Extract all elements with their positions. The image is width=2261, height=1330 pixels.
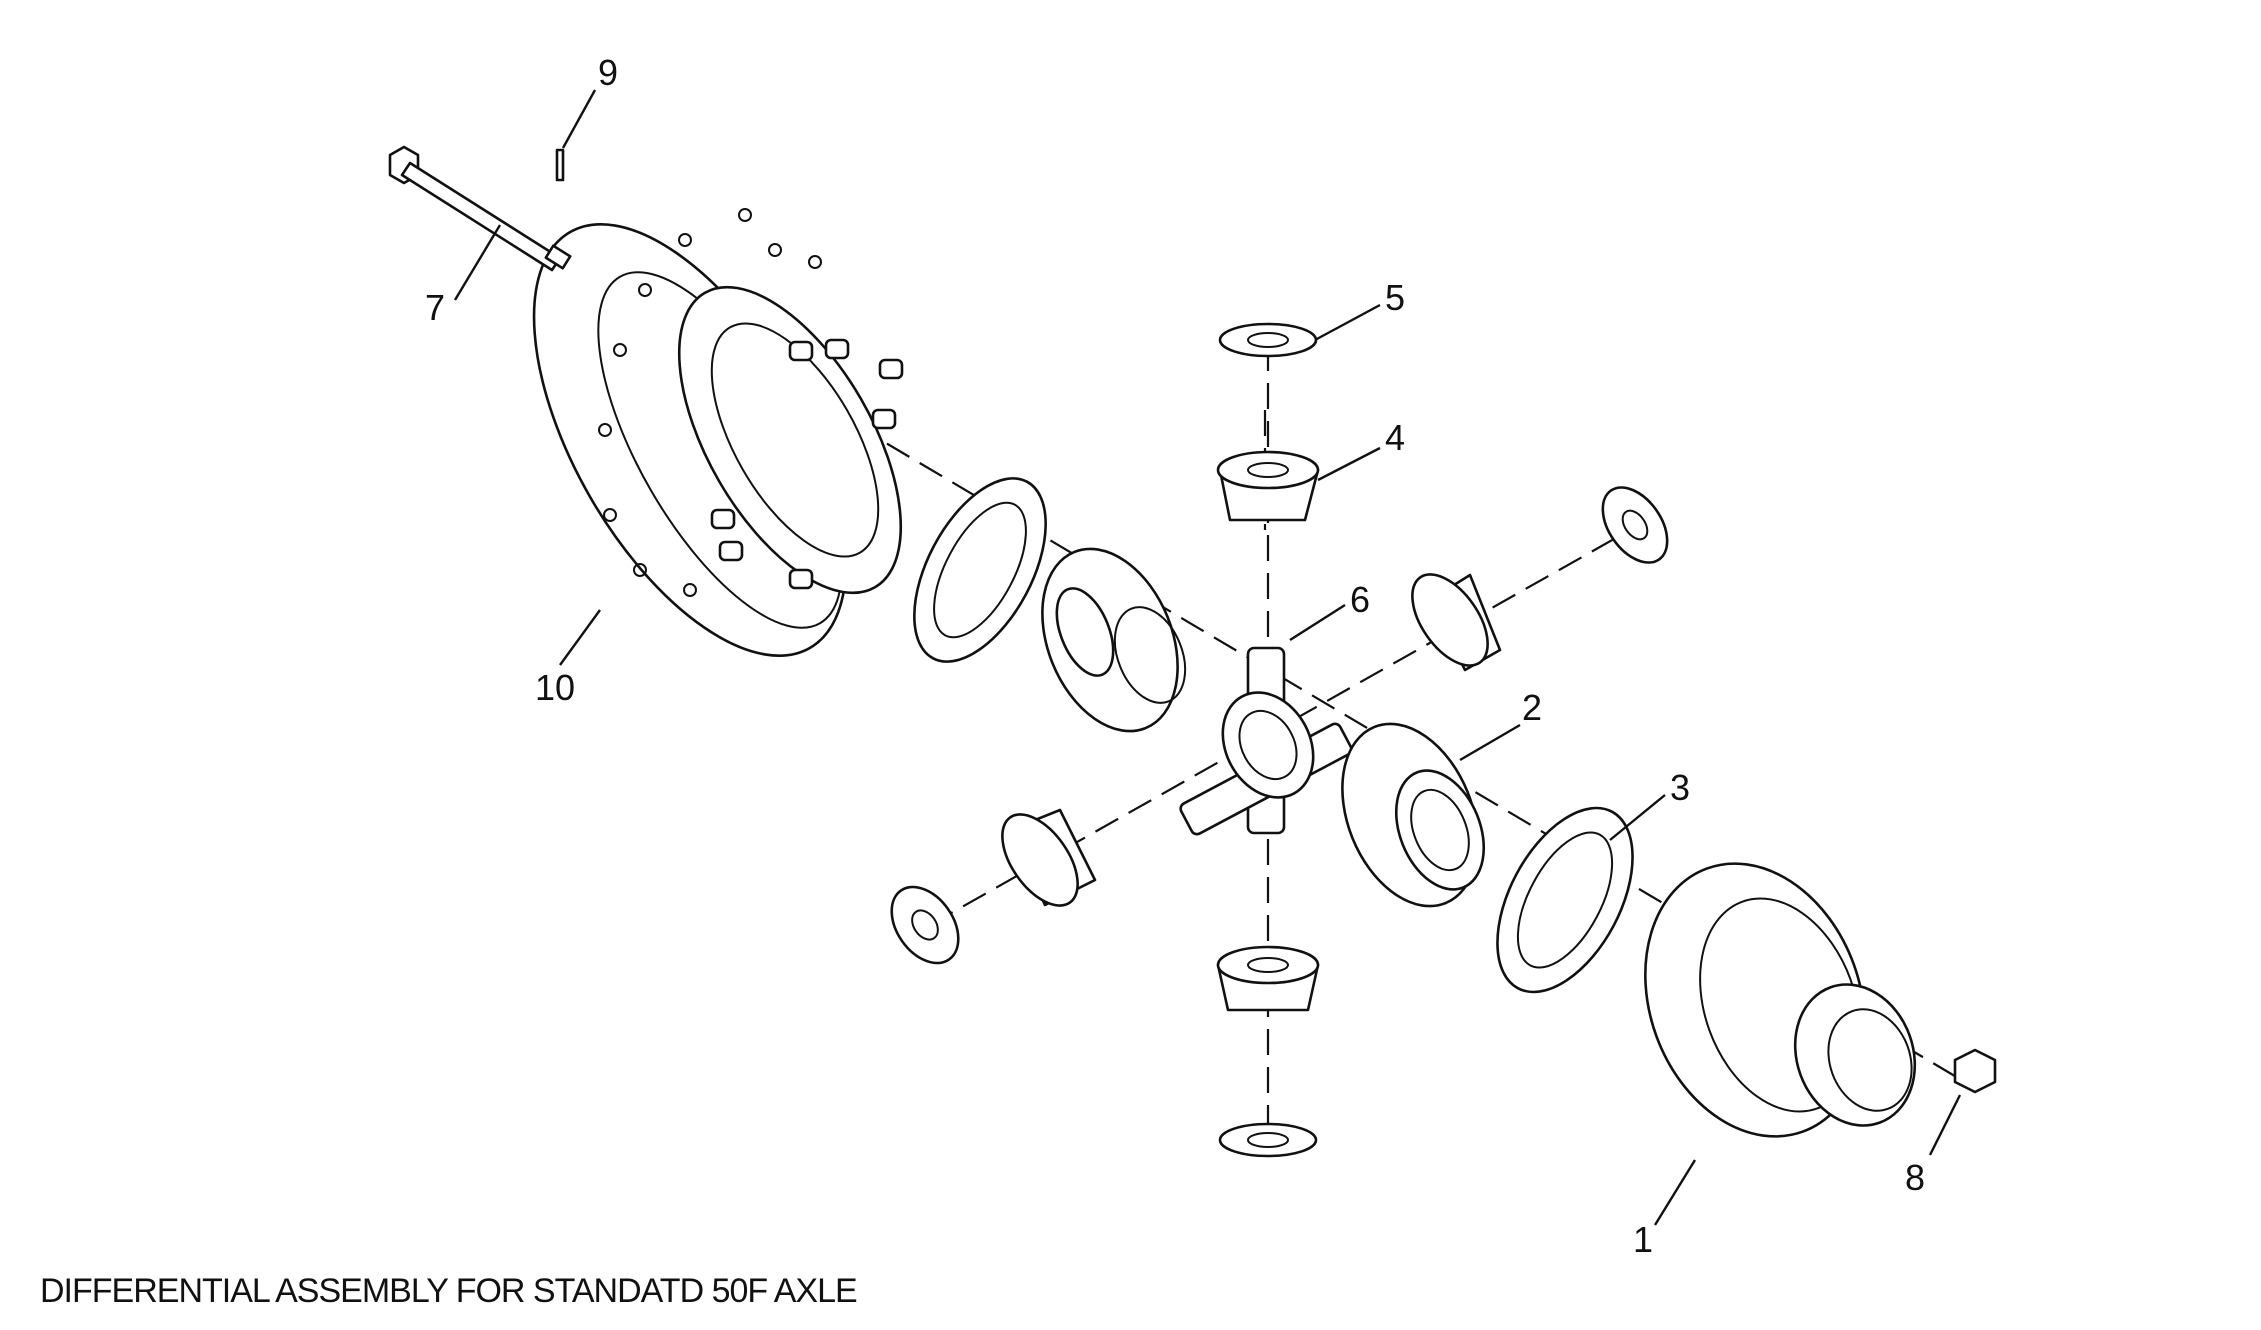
pinion-washer-top — [1218, 322, 1318, 358]
pinion-gear-top — [1216, 450, 1320, 522]
callout-7: 7 — [425, 287, 445, 328]
differential-case-flange-half — [532, 208, 904, 657]
callout-2: 2 — [1522, 687, 1542, 728]
pinion-gear-bottom — [1216, 945, 1320, 1012]
side-gear-thrust-washer-right — [1496, 806, 1634, 994]
callout-3: 3 — [1670, 767, 1690, 808]
side-gear-left — [1041, 547, 1187, 733]
case-lugs — [710, 338, 904, 590]
pinion-washer-bottom — [1218, 1122, 1318, 1158]
differential-case-plain-half — [1644, 862, 1917, 1138]
callout-4: 4 — [1385, 417, 1405, 458]
pinion-washer-left — [890, 885, 960, 965]
pinion-gear-right — [1411, 573, 1502, 672]
lock-nut — [1953, 1048, 1997, 1094]
callout-8: 8 — [1905, 1157, 1925, 1198]
side-gear-thrust-washer-left — [913, 477, 1047, 663]
callout-10: 10 — [535, 667, 575, 708]
callout-1: 1 — [1633, 1219, 1653, 1260]
diagram-caption: DIFFERENTIAL ASSEMBLY FOR STANDATD 50F A… — [40, 1272, 858, 1310]
differential-spider — [1179, 646, 1353, 836]
leader-lines — [453, 89, 1962, 1226]
flange-bolt-holes — [598, 208, 822, 597]
cotter-pin — [555, 148, 565, 182]
callout-6: 6 — [1350, 579, 1370, 620]
case-bolt — [388, 145, 572, 272]
callout-5: 5 — [1385, 277, 1405, 318]
pinion-gear-left — [1001, 808, 1097, 907]
side-gear-right — [1341, 722, 1486, 908]
callouts: 1 2 3 4 5 6 7 8 9 10 — [425, 52, 1925, 1260]
pinion-washer-right — [1601, 486, 1669, 564]
callout-9: 9 — [598, 52, 618, 93]
